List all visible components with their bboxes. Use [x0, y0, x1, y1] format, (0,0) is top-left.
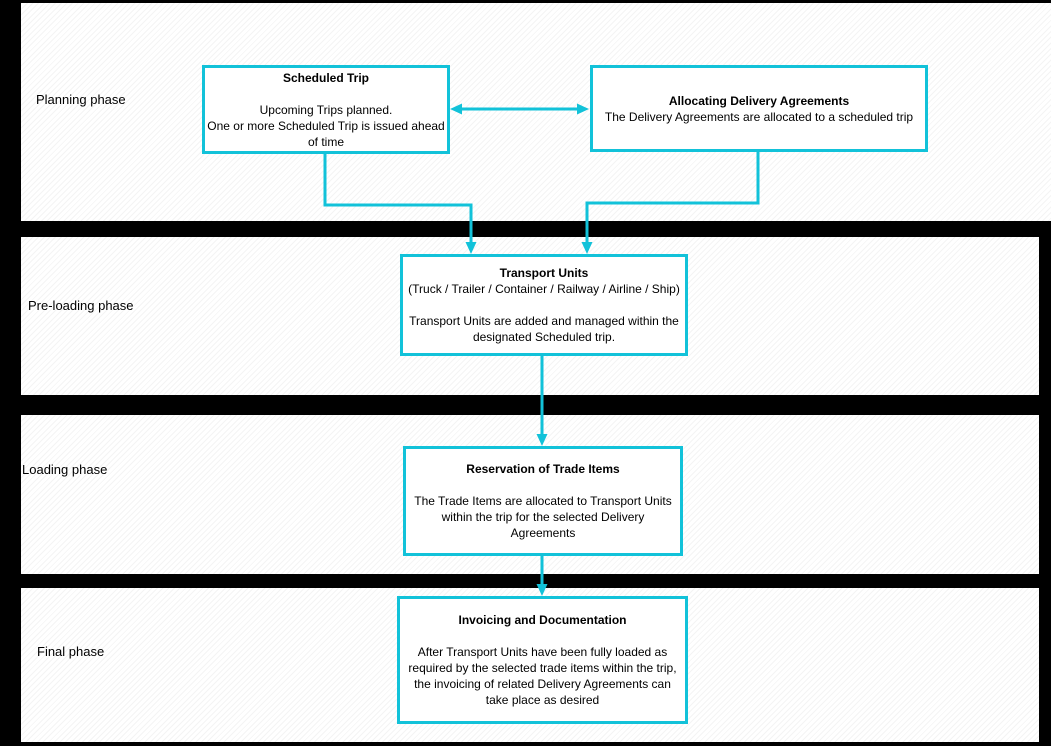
- node-title: Allocating Delivery Agreements: [668, 93, 850, 108]
- node-title: Scheduled Trip: [282, 70, 369, 85]
- node-scheduled-trip: Scheduled Trip Upcoming Trips planned. O…: [202, 65, 450, 154]
- node-title: Reservation of Trade Items: [466, 462, 620, 476]
- node-invoicing-and-documentation: Invoicing and Documentation After Transp…: [397, 596, 688, 724]
- phase-label-final: Final phase: [37, 644, 105, 659]
- phase-label-preloading: Pre-loading phase: [28, 298, 134, 313]
- node-body: Upcoming Trips planned. One or more Sche…: [207, 102, 445, 149]
- node-title: Invoicing and Documentation: [458, 613, 627, 627]
- node-body: After Transport Units have been fully lo…: [408, 645, 677, 707]
- node-allocating-delivery-agreements: Allocating Delivery Agreements The Deliv…: [590, 65, 928, 152]
- phase-label-planning: Planning phase: [36, 92, 126, 107]
- node-title: Transport Units: [499, 266, 589, 280]
- node-body: The Trade Items are allocated to Transpo…: [414, 494, 672, 540]
- node-transport-units: Transport Units (Truck / Trailer / Conta…: [400, 254, 688, 356]
- node-reservation-of-trade-items: Reservation of Trade Items The Trade Ite…: [403, 446, 683, 556]
- phase-label-loading: Loading phase: [22, 462, 108, 477]
- node-body: (Truck / Trailer / Container / Railway /…: [408, 282, 680, 344]
- node-body: The Delivery Agreements are allocated to…: [604, 109, 914, 124]
